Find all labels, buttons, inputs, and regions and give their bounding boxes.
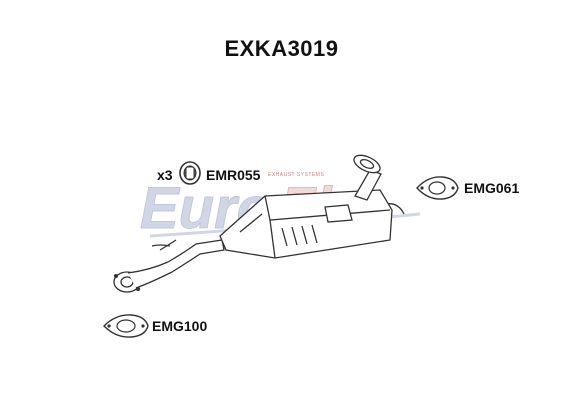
part-label-emr055: EMR055 bbox=[206, 167, 261, 183]
rubber-hanger-icon bbox=[179, 161, 201, 185]
part-label-emg100: EMG100 bbox=[152, 318, 208, 334]
hanger-quantity: x3 bbox=[157, 167, 173, 183]
rear-silencer-icon bbox=[113, 154, 405, 293]
gasket-icon bbox=[103, 314, 149, 338]
part-number-title: EXKA3019 bbox=[224, 36, 339, 61]
part-label-emg061: EMG061 bbox=[464, 180, 520, 196]
gasket-icon bbox=[416, 176, 459, 200]
watermark-tagline: EXHAUST SYSTEMS bbox=[268, 172, 325, 178]
